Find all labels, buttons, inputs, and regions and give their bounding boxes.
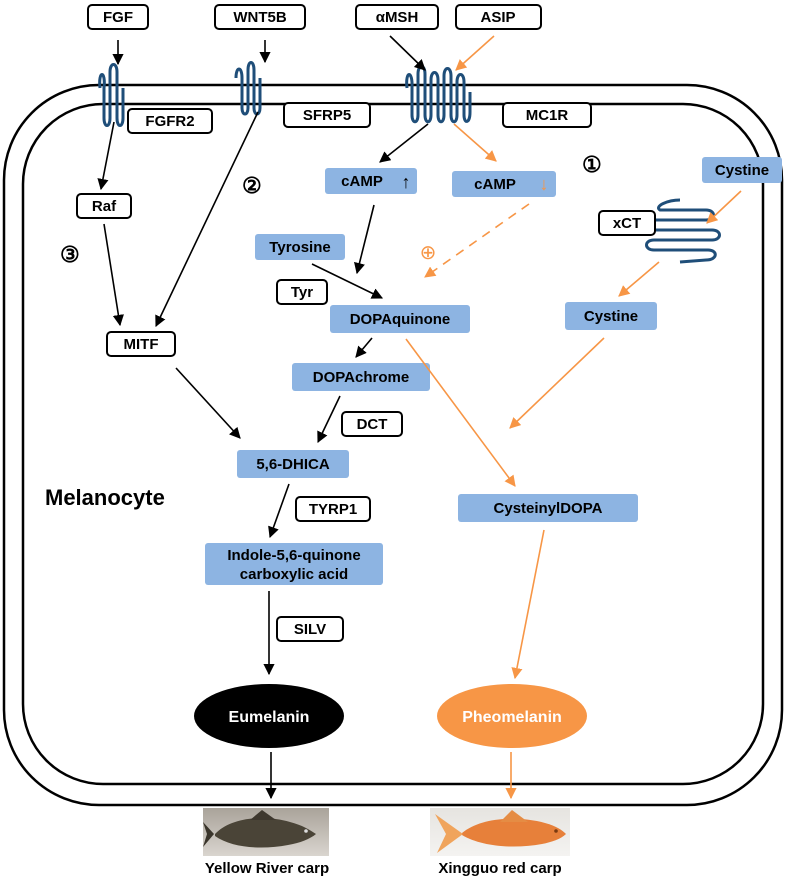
- arrow-cystine-to-cysteinyldopa: [509, 337, 605, 429]
- arrow-fgfr2-to-raf: [97, 121, 115, 191]
- node-eumelanin: Eumelanin: [194, 684, 344, 748]
- node-raf: Raf: [76, 193, 132, 219]
- inner-membrane: [21, 102, 765, 786]
- black-arrows: [97, 35, 429, 800]
- node-cystine-inside-label: Cystine: [584, 308, 638, 325]
- node-dhica-label: 5,6-DHICA: [256, 456, 330, 473]
- node-cystine-outside: Cystine: [702, 157, 782, 183]
- ligand-amsh-label: αMSH: [376, 9, 419, 26]
- node-dopachrome-label: DOPAchrome: [313, 369, 409, 386]
- node-eumelanin-label: Eumelanin: [229, 709, 310, 726]
- node-cysteinyldopa: CysteinylDOPA: [458, 494, 638, 522]
- arrow-cysteinyldopa-to-pheomelanin: [511, 529, 545, 680]
- mc1r-receptor-helix: [405, 65, 472, 124]
- arrow-mc1r-to-camp-down: [453, 123, 497, 162]
- ligand-amsh: αMSH: [355, 4, 439, 30]
- pathway-number-2: ②: [242, 173, 262, 198]
- fgfr2-receptor-helix: [98, 63, 125, 127]
- node-tyrosine: Tyrosine: [255, 234, 345, 260]
- arrow-camp-to-tyr: [354, 204, 375, 275]
- node-camp-left: cAMP ↑: [325, 168, 417, 194]
- node-camp-right: cAMP ↓: [452, 171, 556, 197]
- ligand-asip-label: ASIP: [480, 9, 515, 26]
- arrow-raf-to-mitf: [103, 223, 124, 327]
- orange-arrows: [405, 35, 742, 800]
- arrow-dopaquinone-to-cysteinyldopa: [405, 338, 516, 487]
- xct-transporter-helix: [645, 198, 721, 264]
- enzyme-tyr: Tyr: [276, 279, 328, 305]
- receptor-mc1r-label: MC1R: [526, 107, 569, 124]
- enzyme-dct: DCT: [341, 411, 403, 437]
- arrow-asip-to-mc1r: [455, 35, 495, 71]
- cell-label-melanocyte: Melanocyte: [45, 485, 165, 510]
- arrow-dopaquinone-to-dopachrome: [355, 337, 373, 358]
- arrow-sfrp5-to-mitf: [155, 111, 259, 328]
- node-tyrosine-label: Tyrosine: [269, 239, 330, 256]
- receptor-xct-label: xCT: [613, 215, 641, 232]
- node-indole-label-line2: carboxylic acid: [240, 566, 348, 583]
- plus-circle-icon: ⊕: [420, 242, 437, 264]
- receptor-mc1r: MC1R: [502, 102, 592, 128]
- arrow-xct-to-cystine: [618, 261, 660, 297]
- up-arrow-icon: ↑: [402, 172, 411, 192]
- receptor-xct: xCT: [598, 210, 656, 236]
- caption-yellow-river-carp: Yellow River carp: [205, 860, 329, 877]
- pathway-number-3: ③: [60, 242, 80, 267]
- node-indole: Indole-5,6-quinone carboxylic acid: [205, 543, 383, 585]
- enzyme-tyrp1: TYRP1: [295, 496, 371, 522]
- ligand-fgf: FGF: [87, 4, 149, 30]
- down-arrow-icon: ↓: [540, 174, 549, 194]
- node-mitf: MITF: [106, 331, 176, 357]
- ligand-wnt5b: WNT5B: [214, 4, 306, 30]
- ligand-asip: ASIP: [455, 4, 542, 30]
- xingguo-red-carp-image: [430, 808, 570, 856]
- outer-membrane: [2, 83, 784, 807]
- arrow-mc1r-to-camp-up: [379, 123, 429, 163]
- arrow-camp-to-dopaquinone-dashed: [424, 203, 530, 278]
- node-dopachrome: DOPAchrome: [292, 363, 430, 391]
- arrow-mitf-to-dhica: [175, 367, 241, 439]
- enzyme-tyr-label: Tyr: [291, 284, 313, 301]
- node-cysteinyldopa-label: CysteinylDOPA: [494, 500, 603, 517]
- sfrp5-receptor-helix: [234, 61, 262, 116]
- node-raf-label: Raf: [92, 198, 117, 215]
- node-camp-left-label: cAMP: [341, 173, 383, 190]
- ligand-fgf-label: FGF: [103, 9, 133, 26]
- node-dopaquinone-label: DOPAquinone: [350, 311, 451, 328]
- ligand-wnt5b-label: WNT5B: [233, 9, 286, 26]
- node-mitf-label: MITF: [124, 336, 159, 353]
- receptor-sfrp5: SFRP5: [283, 102, 371, 128]
- node-pheomelanin: Pheomelanin: [437, 684, 587, 748]
- yellow-river-carp-image: [203, 808, 329, 856]
- receptor-fgfr2-label: FGFR2: [145, 113, 194, 130]
- arrow-amsh-to-mc1r: [389, 35, 426, 71]
- arrow-tyrosine-to-dopaquinone: [311, 263, 384, 299]
- node-dopaquinone: DOPAquinone: [330, 305, 470, 333]
- arrow-dopachrome-to-dhica: [317, 395, 341, 444]
- node-dhica: 5,6-DHICA: [237, 450, 349, 478]
- caption-xingguo-red-carp: Xingguo red carp: [438, 860, 561, 877]
- node-cystine-outside-label: Cystine: [715, 162, 769, 179]
- node-indole-label-line1: Indole-5,6-quinone: [227, 547, 360, 564]
- receptor-fgfr2: FGFR2: [127, 108, 213, 134]
- node-cystine-inside: Cystine: [565, 302, 657, 330]
- receptor-sfrp5-label: SFRP5: [303, 107, 351, 124]
- enzyme-tyrp1-label: TYRP1: [309, 501, 357, 518]
- enzyme-silv-label: SILV: [294, 621, 326, 638]
- enzyme-silv: SILV: [276, 616, 344, 642]
- arrow-dhica-to-indole: [268, 483, 290, 539]
- node-camp-right-label: cAMP: [474, 176, 516, 193]
- enzyme-dct-label: DCT: [357, 416, 388, 433]
- pathway-number-1: ①: [582, 152, 602, 177]
- arrow-cystine-into-xct: [706, 190, 742, 224]
- node-pheomelanin-label: Pheomelanin: [462, 709, 562, 726]
